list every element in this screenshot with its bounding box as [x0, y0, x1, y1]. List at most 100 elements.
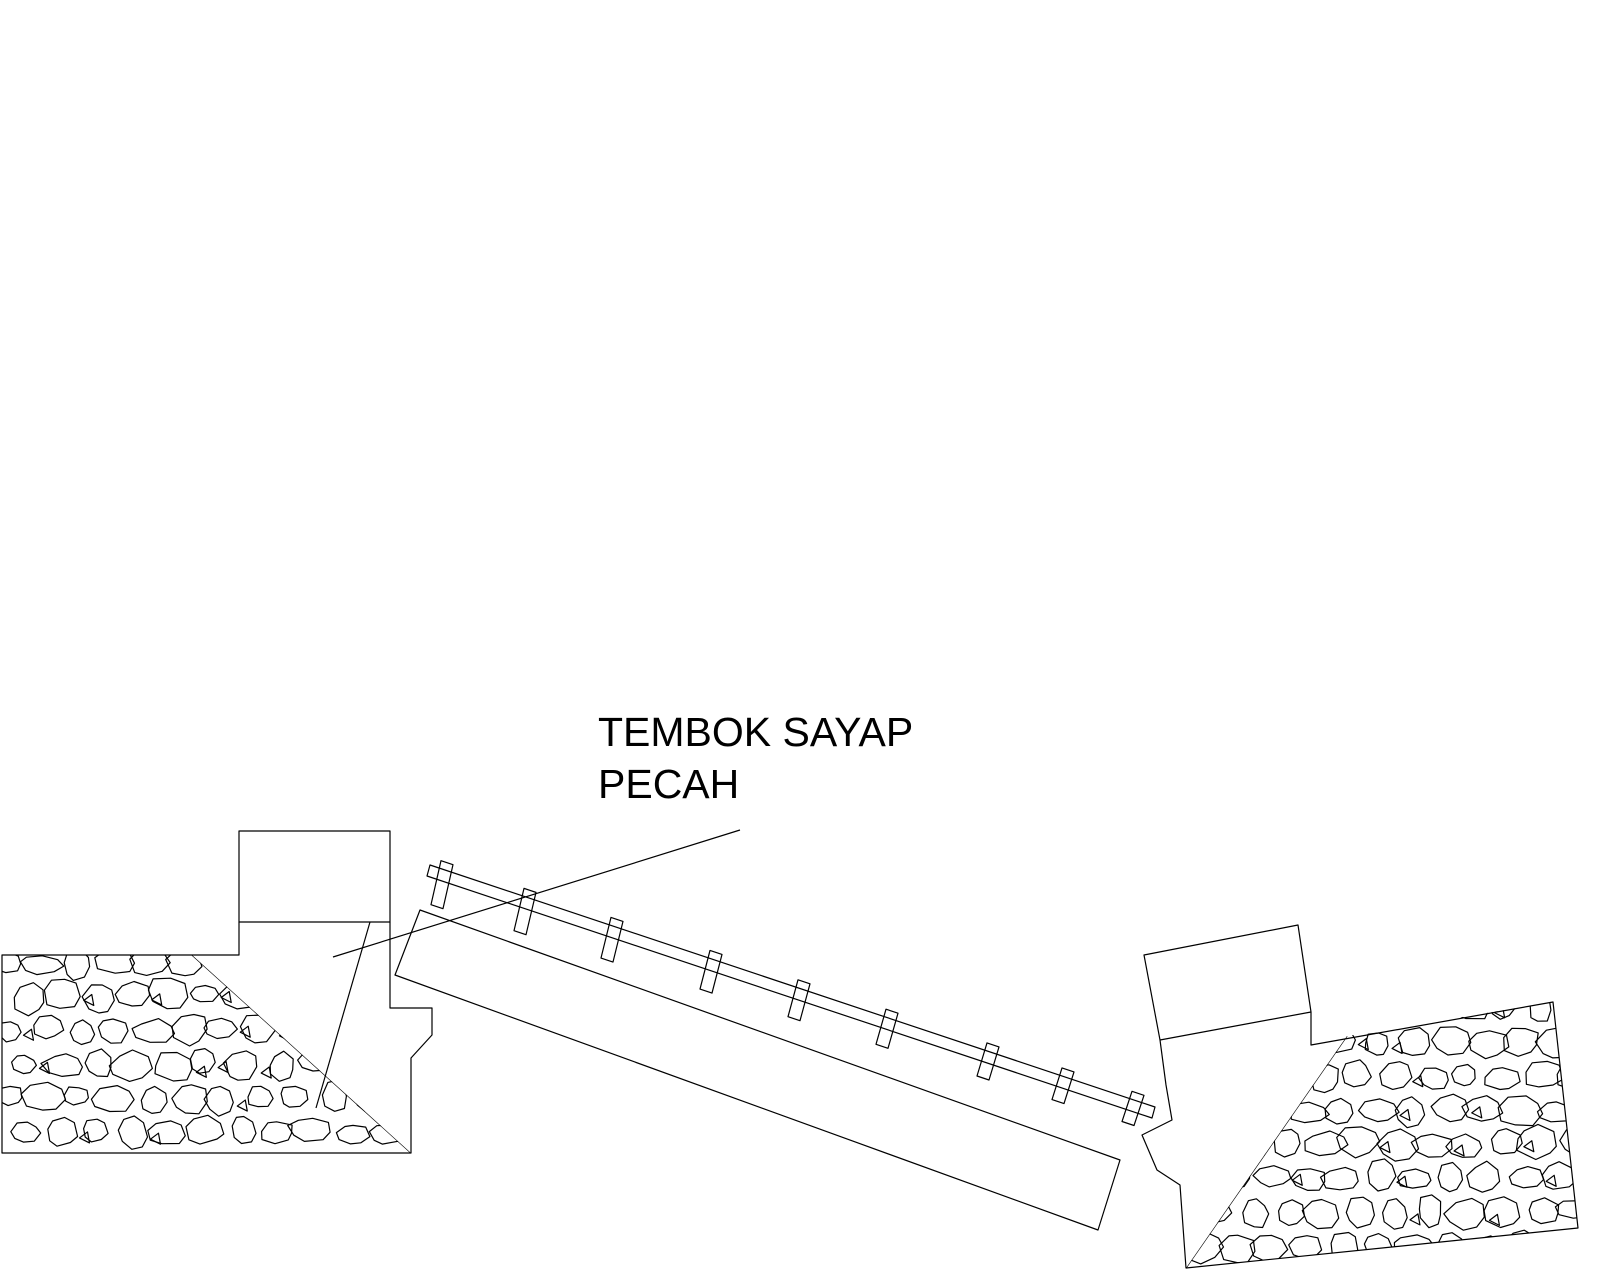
riprap-stone-chip — [83, 993, 95, 1007]
riprap-stone-chip — [78, 1131, 91, 1144]
riprap-stone — [1286, 1028, 1329, 1060]
riprap-stone — [1200, 1202, 1233, 1224]
annotation-label-line-2: PECAH — [598, 761, 740, 807]
riprap-stone — [63, 955, 91, 982]
riprap-stone — [189, 1047, 216, 1074]
railing-post — [513, 887, 537, 936]
riprap-stone-chip — [1399, 1108, 1411, 1122]
riprap-stone — [1529, 1002, 1552, 1022]
riprap-stone — [368, 1124, 409, 1145]
riprap-stone — [117, 1115, 149, 1150]
right-riprap-stones — [1186, 1002, 1593, 1265]
riprap-stone — [1397, 1168, 1432, 1189]
riprap-stone — [2, 1085, 23, 1107]
railing-post — [430, 860, 454, 910]
riprap-stone — [1379, 1061, 1413, 1091]
riprap-stone — [1536, 1101, 1573, 1123]
riprap-stone-chip — [236, 1099, 248, 1112]
riprap-stone — [380, 1080, 411, 1116]
riprap-stone-chip — [22, 1028, 35, 1041]
riprap-stone — [1483, 1196, 1521, 1229]
riprap-stone — [269, 1050, 294, 1082]
railing-post — [600, 916, 624, 963]
right-riprap-stone-fill — [1186, 1002, 1593, 1268]
riprap-stone — [1252, 1165, 1292, 1188]
girder-top-rail — [426, 864, 1156, 1119]
riprap-stone — [1417, 1067, 1449, 1090]
riprap-stone — [40, 1053, 84, 1078]
riprap-stone — [108, 1049, 153, 1083]
riprap-stone-chip — [1357, 1038, 1369, 1051]
riprap-stone-chip — [1409, 1213, 1421, 1226]
riprap-stone — [1430, 1026, 1472, 1056]
riprap-stone — [2, 1021, 22, 1043]
riprap-stone — [261, 1121, 293, 1145]
riprap-stone — [69, 1019, 96, 1046]
riprap-stone — [247, 1085, 274, 1108]
riprap-stone-chip — [1453, 1144, 1465, 1157]
riprap-stone — [1468, 1030, 1510, 1060]
riprap-stone — [331, 986, 362, 1005]
riprap-stone — [1186, 1096, 1218, 1121]
riprap-stone — [1508, 1165, 1545, 1189]
riprap-stone — [1437, 1161, 1464, 1193]
riprap-stone-chip — [1344, 1010, 1357, 1023]
riprap-stone — [1484, 1067, 1521, 1091]
right-abutment-body-outline — [1141, 1001, 1579, 1269]
railing-post — [1121, 1090, 1145, 1127]
riprap-stone — [294, 986, 339, 1009]
riprap-stone — [1559, 1129, 1578, 1154]
riprap-stone — [1410, 1002, 1444, 1023]
riprap-stone — [81, 984, 115, 1014]
railing-post — [787, 979, 811, 1022]
riprap-stone — [1277, 1199, 1306, 1227]
riprap-stone — [90, 1084, 135, 1113]
riprap-stone-chip — [1291, 1173, 1303, 1186]
riprap-stone — [1340, 1002, 1375, 1024]
riprap-stone-chip — [1241, 1071, 1253, 1085]
riprap-stone-chip — [1583, 1248, 1593, 1259]
riprap-stone — [1239, 1002, 1271, 1017]
riprap-stone — [1363, 1232, 1393, 1255]
riprap-stone — [97, 1018, 129, 1044]
riprap-stone — [1381, 1198, 1408, 1230]
riprap-stone — [1324, 1097, 1354, 1125]
riprap-stone — [1397, 1026, 1431, 1057]
riprap-stone — [131, 1017, 176, 1043]
riprap-stone — [171, 1013, 208, 1047]
riprap-stone — [129, 955, 171, 977]
riprap-stone — [1311, 1002, 1344, 1028]
riprap-stone — [367, 976, 396, 1010]
riprap-stone — [1257, 1027, 1290, 1059]
railing-post — [1051, 1067, 1075, 1105]
riprap-stone-chip — [1545, 1174, 1557, 1187]
riprap-stone — [335, 1124, 371, 1145]
riprap-stone — [1554, 1199, 1578, 1219]
riprap-stone — [1469, 1235, 1504, 1261]
riprap-stone — [239, 1014, 276, 1044]
riprap-stone — [94, 955, 136, 974]
riprap-stone — [1219, 1097, 1254, 1122]
riprap-stone — [382, 1013, 411, 1044]
riprap-stone — [82, 1118, 109, 1143]
railing-post — [699, 949, 723, 994]
riprap-stone-chip — [1523, 1140, 1535, 1153]
riprap-stone — [281, 1020, 316, 1042]
girder-body — [394, 909, 1121, 1231]
riprap-stone — [154, 1051, 193, 1082]
riprap-stone — [1341, 1059, 1372, 1088]
riprap-stone — [1367, 1158, 1397, 1192]
riprap-stone-chip — [1396, 1175, 1408, 1188]
riprap-stone — [1198, 1063, 1239, 1085]
riprap-stone-chip — [1554, 1007, 1566, 1020]
railing-post — [976, 1042, 1000, 1081]
riprap-stone — [1273, 1128, 1301, 1158]
riprap-stone — [47, 1116, 79, 1147]
riprap-stone — [368, 1050, 402, 1082]
riprap-stone — [140, 1085, 168, 1115]
riprap-stone — [1242, 1198, 1270, 1229]
right-abutment — [1141, 924, 1593, 1269]
riprap-stone — [1224, 1034, 1251, 1056]
left-abutment-cap-block — [238, 830, 391, 923]
riprap-stone-chip — [1488, 1213, 1501, 1226]
